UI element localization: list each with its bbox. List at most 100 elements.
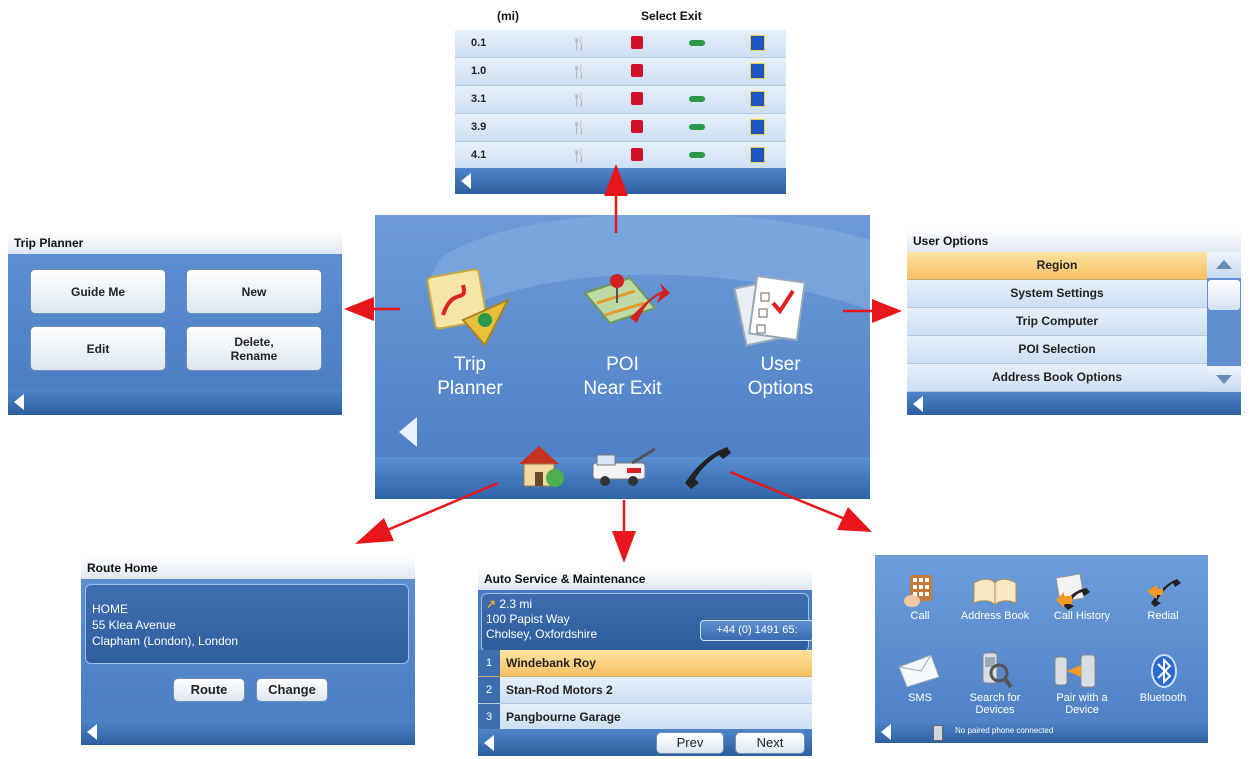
back-arrow-icon[interactable] [87, 724, 97, 740]
user-options-screen: User Options Region System Settings Trip… [907, 230, 1241, 415]
call-label[interactable]: Call [910, 610, 930, 622]
car-icon [689, 124, 705, 130]
redial-label[interactable]: Redial [1147, 610, 1179, 622]
guide-me-button[interactable]: Guide Me [30, 269, 166, 314]
auto-service-screen: Auto Service & Maintenance ↗ 2.3 mi 100 … [478, 568, 812, 756]
call-history-icon[interactable] [1050, 570, 1094, 610]
phone-handset-icon[interactable] [677, 443, 735, 491]
service-distance: 2.3 mi [499, 597, 533, 611]
user-options-icon[interactable] [725, 265, 815, 355]
service-address-line2: Cholsey, Oxfordshire [486, 627, 598, 641]
keypad-icon[interactable] [902, 573, 936, 609]
home-icon[interactable] [513, 440, 568, 492]
restaurant-icon: 🍴 [571, 64, 588, 79]
select-exit-title: Select Exit [641, 9, 702, 23]
chevron-down-icon [1216, 375, 1232, 384]
gas-station-icon [631, 148, 643, 161]
exit-row[interactable]: 0.1 🍴 [455, 30, 786, 58]
back-arrow-icon[interactable] [484, 734, 494, 751]
user-options-title: User Options [907, 230, 1241, 252]
scroll-down-button[interactable] [1207, 366, 1241, 392]
scroll-thumb[interactable] [1208, 280, 1240, 310]
scroll-up-button[interactable] [1207, 252, 1241, 278]
redial-icon[interactable] [1143, 573, 1183, 609]
bluetooth-label[interactable]: Bluetooth [1139, 692, 1187, 704]
sms-label[interactable]: SMS [908, 692, 932, 704]
user-options-list: Region System Settings Trip Computer POI… [907, 252, 1207, 392]
restaurant-icon: 🍴 [571, 120, 588, 135]
list-item-poi-selection[interactable]: POI Selection [907, 336, 1207, 364]
direction-arrow-icon: ↗ [486, 597, 497, 611]
list-item-system-settings[interactable]: System Settings [907, 280, 1207, 308]
user-options-label[interactable]: User Options [747, 354, 814, 399]
route-home-title: Route Home [81, 557, 415, 579]
home-city: Clapham (London), London [92, 634, 239, 648]
arrow-head-right [872, 299, 902, 323]
list-item[interactable]: 2 Stan-Rod Motors 2 [478, 677, 812, 704]
bluetooth-icon[interactable] [1149, 653, 1179, 689]
hotel-icon [750, 91, 765, 107]
result-number: 1 [478, 650, 500, 676]
back-arrow-icon[interactable] [913, 395, 923, 412]
hotel-icon [750, 119, 765, 135]
list-item-trip-computer[interactable]: Trip Computer [907, 308, 1207, 336]
exit-row[interactable]: 3.1 🍴 [455, 86, 786, 114]
list-item[interactable]: 3 Pangbourne Garage [478, 704, 812, 731]
pair-device-icon[interactable] [1053, 651, 1097, 691]
trip-planner-icon[interactable] [423, 265, 513, 355]
tow-truck-icon[interactable] [587, 445, 662, 490]
address-book-icon[interactable] [970, 573, 1020, 609]
edit-trip-button[interactable]: Edit [30, 326, 166, 371]
route-button[interactable]: Route [173, 678, 245, 702]
scrollbar[interactable] [1207, 252, 1241, 392]
new-trip-button[interactable]: New [186, 269, 322, 314]
list-item-region[interactable]: Region [907, 252, 1207, 280]
exit-row[interactable]: 3.9 🍴 [455, 114, 786, 142]
gas-station-icon [631, 36, 643, 49]
auto-service-title: Auto Service & Maintenance [478, 568, 812, 590]
result-name: Windebank Roy [506, 656, 596, 670]
prev-button[interactable]: Prev [656, 732, 724, 754]
exit-row[interactable]: 4.1 🍴 [455, 142, 786, 170]
phone-status-text: No paired phone connected [955, 726, 1054, 735]
exit-row[interactable]: 1.0 🍴 [455, 58, 786, 86]
car-icon [689, 152, 705, 158]
search-devices-icon[interactable] [977, 651, 1013, 691]
gas-station-icon [631, 120, 643, 133]
exit-distance: 3.9 [471, 121, 487, 133]
arrow-head-down [612, 531, 636, 563]
trip-planner-label[interactable]: Trip Planner [437, 354, 503, 399]
phone-menu-screen: Call Address Book Call History Redial SM… [875, 555, 1208, 743]
arrow-head-down-left [355, 518, 394, 544]
phone-status-icon [933, 725, 943, 741]
list-item[interactable]: 1 Windebank Roy [478, 650, 812, 677]
address-book-label[interactable]: Address Book [960, 610, 1030, 622]
arrow-head-down-right [837, 507, 872, 532]
poi-near-exit-label[interactable]: POI Near Exit [583, 354, 662, 399]
hotel-icon [750, 147, 765, 163]
exit-distance: 3.1 [471, 93, 487, 105]
poi-near-exit-icon[interactable] [575, 263, 670, 358]
main-menu-screen: Trip Planner POI Near Exit User Options [375, 215, 870, 499]
change-button[interactable]: Change [256, 678, 328, 702]
search-devices-label[interactable]: Search for Devices [969, 692, 1021, 716]
back-arrow-icon[interactable] [399, 417, 417, 447]
home-address-box: HOME 55 Klea Avenue Clapham (London), Lo… [85, 584, 409, 664]
next-button[interactable]: Next [735, 732, 805, 754]
back-arrow-icon[interactable] [881, 724, 891, 740]
service-detail-box: ↗ 2.3 mi 100 Papist Way Cholsey, Oxfords… [481, 593, 812, 652]
sms-envelope-icon[interactable] [897, 653, 941, 689]
call-phone-button[interactable]: +44 (0) 1491 65: [700, 620, 812, 641]
back-arrow-icon[interactable] [461, 173, 471, 189]
pair-device-label[interactable]: Pair with a Device [1056, 692, 1108, 716]
arrow-head-left [344, 297, 374, 321]
delete-label: Delete, [234, 334, 274, 349]
chevron-up-icon [1216, 260, 1232, 269]
delete-rename-button[interactable]: Delete, Rename [186, 326, 322, 371]
restaurant-icon: 🍴 [571, 148, 588, 163]
list-item-address-book-options[interactable]: Address Book Options [907, 364, 1207, 392]
gas-station-icon [631, 92, 643, 105]
restaurant-icon: 🍴 [571, 92, 588, 107]
call-history-label[interactable]: Call History [1053, 610, 1111, 622]
back-arrow-icon[interactable] [14, 394, 24, 410]
